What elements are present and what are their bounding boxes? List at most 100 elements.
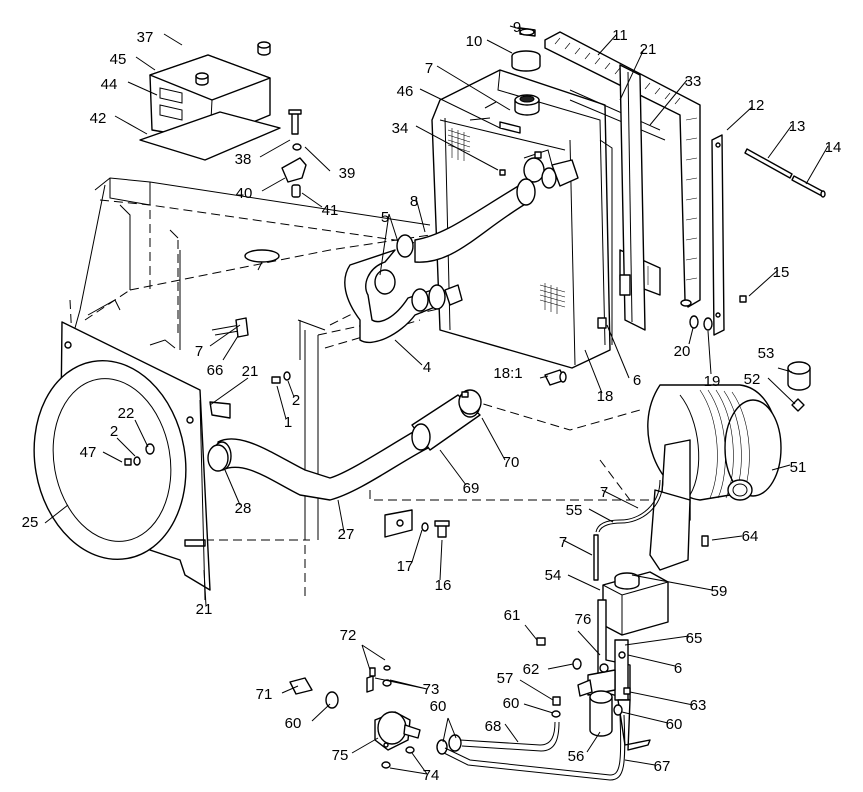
callout-c22: 22: [118, 405, 135, 422]
callout-c10: 10: [466, 33, 483, 50]
air-intake-tube-27: [212, 427, 429, 501]
callout-c40: 40: [236, 185, 253, 202]
callout-c72: 72: [340, 627, 357, 644]
callout-c60b: 60: [666, 716, 683, 733]
callout-c75: 75: [332, 747, 349, 764]
callout-c15: 15: [773, 264, 790, 281]
misc-small-parts: [544, 274, 631, 386]
shroud-fasteners: [124, 371, 291, 466]
upper-hose-8: [414, 178, 536, 263]
hose-clamp-28: [207, 444, 229, 472]
callout-c12: 12: [748, 97, 765, 114]
callout-c74: 74: [423, 767, 440, 784]
callout-c64: 64: [742, 528, 759, 545]
radiator-frame: [69, 177, 650, 600]
callout-c57: 57: [497, 670, 514, 687]
callout-c2a: 2: [292, 392, 300, 409]
callout-c28: 28: [235, 500, 252, 517]
callout-c66: 66: [207, 362, 224, 379]
callout-c7b: 7: [195, 343, 203, 360]
callout-c60c: 60: [285, 715, 302, 732]
callout-c61: 61: [504, 607, 521, 624]
callout-c4: 4: [423, 359, 431, 376]
fuel-pump-75: [289, 665, 421, 769]
precleaner-53: [787, 361, 811, 412]
callout-c1: 1: [284, 414, 292, 431]
callout-c47: 47: [80, 444, 97, 461]
callout-c45: 45: [110, 51, 127, 68]
callout-c20: 20: [674, 343, 691, 360]
support-rod-parts: [689, 134, 826, 336]
callout-c7c: 7: [600, 484, 608, 501]
callout-c38: 38: [235, 151, 252, 168]
radiator-cap-parts: [469, 27, 541, 134]
callout-c59: 59: [711, 583, 728, 600]
callout-c11: 11: [612, 27, 628, 44]
callout-c37: 37: [137, 29, 154, 46]
callout-c71: 71: [256, 686, 273, 703]
hose-clamp-70: [458, 389, 482, 415]
leader-lines: [44, 25, 829, 775]
lower-hose-4: [344, 249, 446, 344]
callout-c52: 52: [744, 371, 761, 388]
callout-c70: 70: [503, 454, 520, 471]
callout-c62: 62: [523, 661, 540, 678]
callout-c6a: 6: [633, 372, 641, 389]
callout-c69: 69: [463, 480, 480, 497]
callout-c13: 13: [789, 118, 806, 135]
callout-c53: 53: [758, 345, 775, 362]
callout-c65: 65: [686, 630, 703, 647]
heater-hoses-7-66: [211, 317, 249, 338]
callout-c9: 9: [513, 19, 521, 36]
coolant-tank-54: [602, 571, 669, 636]
callout-c2b: 2: [110, 423, 118, 440]
callout-c34: 34: [392, 120, 409, 137]
callout-c39: 39: [339, 165, 356, 182]
callout-c8: 8: [410, 193, 418, 210]
radiator-core: [431, 69, 613, 369]
callout-c7d: 7: [559, 534, 567, 551]
callout-c27: 27: [338, 526, 355, 543]
callout-c25: 25: [22, 514, 39, 531]
callout-c21a: 21: [640, 41, 657, 58]
hold-down-parts: [281, 109, 307, 198]
callout-c44: 44: [101, 76, 118, 93]
callout-c41: 41: [322, 202, 339, 219]
callout-c60d: 60: [430, 698, 447, 715]
callout-c18: 18: [597, 388, 614, 405]
overflow-hoses-7: [593, 479, 664, 581]
callout-c16: 16: [435, 577, 452, 594]
callout-c21c: 21: [196, 601, 213, 618]
callout-c21b: 21: [242, 363, 259, 380]
callout-c6b: 6: [674, 660, 682, 677]
callout-c55: 55: [566, 502, 583, 519]
callout-c67: 67: [654, 758, 671, 775]
bracket-16-17: [384, 509, 450, 538]
callout-c181: 18:1: [493, 365, 522, 382]
battery-tray-42: [139, 111, 281, 161]
callout-c68: 68: [485, 718, 502, 735]
callout-c60a: 60: [503, 695, 520, 712]
callout-c5: 5: [381, 209, 389, 226]
callout-c42: 42: [90, 110, 107, 127]
callout-c51: 51: [790, 459, 807, 476]
callout-c19: 19: [704, 373, 721, 390]
fittings-60-62: [325, 637, 623, 755]
air-cleaner-bracket: [649, 489, 709, 571]
fuel-filter-56: [577, 663, 616, 737]
callout-c56: 56: [568, 748, 585, 765]
callout-c17: 17: [397, 558, 414, 575]
callout-c73: 73: [423, 681, 440, 698]
fuel-lines-67-68: [443, 714, 626, 781]
callout-c33: 33: [685, 73, 702, 90]
callout-c54: 54: [545, 567, 562, 584]
callout-c63: 63: [690, 697, 707, 714]
hose-clamps-5: [374, 167, 557, 312]
callout-c14: 14: [825, 139, 842, 156]
callout-c46: 46: [397, 83, 414, 100]
callout-c76: 76: [575, 611, 592, 628]
callout-c7a: 7: [425, 60, 433, 77]
